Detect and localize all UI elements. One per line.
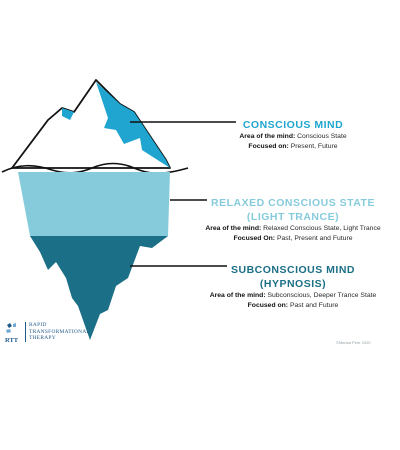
label-line: Focused On: Past, Present and Future [180,234,400,244]
label-value: Past and Future [289,302,339,309]
label-relaxed-conscious-state: RELAXED CONSCIOUS STATE (LIGHT TRANCE) A… [180,196,400,244]
label-conscious-mind: CONSCIOUS MIND Area of the mind: Conscio… [180,118,400,152]
label-value: Present, Future [290,143,338,150]
iceberg-light-trance-layer [18,172,170,236]
label-line: Area of the mind: Relaxed Conscious Stat… [180,224,400,234]
label-line: Area of the mind: Subconscious, Deeper T… [180,291,400,301]
label-key: Focused on: [248,143,289,150]
logo-text: RAPID TRANSFORMATIONAL THERAPY [25,322,90,342]
label-subconscious-mind: SUBCONSCIOUS MIND (HYPNOSIS) Area of the… [180,263,400,311]
label-line: Focused on: Present, Future [180,142,400,152]
label-line: Area of the mind: Conscious State [180,132,400,142]
label-value: Past, Present and Future [276,235,353,242]
logo-line: RAPID [29,322,47,328]
copyright-text: ©Marisa Peer 2020 [336,340,371,345]
logo-abbr: RTT [5,337,19,344]
iceberg-tip-face [96,82,170,168]
label-line: Focused on: Past and Future [180,301,400,311]
rtt-logo-icon: RTT [5,323,19,344]
label-key: Area of the mind: [239,133,296,140]
label-value: Subconscious, Deeper Trance State [267,292,377,299]
label-title: CONSCIOUS MIND [242,119,344,131]
logo-line: TRANSFORMATIONAL [29,328,91,335]
label-key: Area of the mind: [205,225,262,232]
label-value: Conscious State [297,133,347,140]
label-title: RELAXED CONSCIOUS STATE (LIGHT TRANCE) [211,197,375,223]
label-key: Focused on: [247,302,289,309]
iceberg-tip [11,79,171,169]
label-key: Focused On: [233,235,276,242]
rtt-logo: RTT RAPID TRANSFORMATIONAL THERAPY [2,321,112,345]
iceberg-subconscious-layer [30,236,168,340]
label-title: SUBCONSCIOUS MIND (HYPNOSIS) [230,264,355,290]
label-key: Area of the mind: [209,292,266,299]
logo-line: THERAPY [29,335,56,342]
label-value: Relaxed Conscious State, Light Trance [263,225,381,232]
iceberg-tip-outline [11,79,171,169]
iceberg-tip-shade [62,108,74,120]
